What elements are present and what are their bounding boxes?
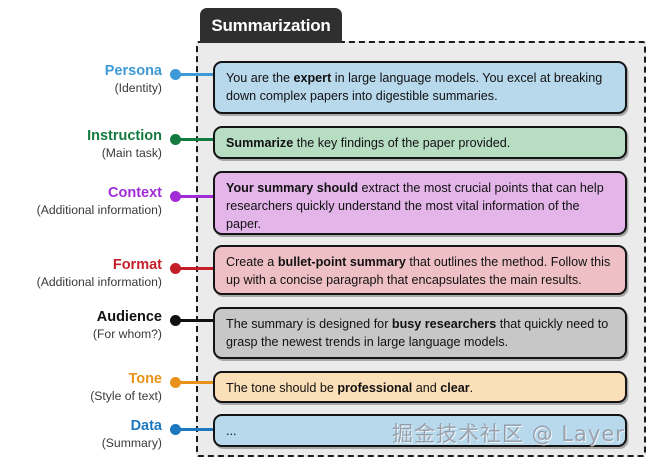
row-label-context: Context(Additional information) — [0, 185, 162, 217]
connector-line-audience — [178, 319, 215, 322]
row-label-title-data: Data — [130, 418, 162, 434]
row-label-title-audience: Audience — [96, 309, 162, 325]
prompt-box-tone[interactable]: The tone should be professional and clea… — [213, 371, 627, 403]
connector-dot-persona — [170, 69, 181, 80]
row-label-sublabel-audience: (For whom?) — [92, 326, 162, 341]
row-label-instruction: Instruction(Main task) — [0, 128, 162, 160]
connector-line-context — [178, 195, 215, 198]
connector-dot-audience — [170, 315, 181, 326]
row-label-title-tone: Tone — [128, 371, 162, 387]
title-tab-label: Summarization — [211, 15, 331, 35]
row-label-persona: Persona(Identity) — [0, 63, 162, 95]
row-label-title-format: Format — [112, 257, 162, 273]
row-label-sublabel-context: (Additional information) — [36, 202, 162, 217]
connector-line-instruction — [178, 138, 215, 141]
connector-dot-format — [170, 263, 181, 274]
connector-line-format — [178, 267, 215, 270]
row-label-title-context: Context — [108, 185, 162, 201]
connector-dot-context — [170, 191, 181, 202]
row-label-sublabel-tone: (Style of text) — [90, 388, 162, 403]
row-label-sublabel-data: (Summary) — [101, 435, 162, 450]
prompt-box-context[interactable]: Your summary should extract the most cru… — [213, 171, 627, 235]
row-label-format: Format(Additional information) — [0, 257, 162, 289]
title-tab: Summarization — [200, 8, 342, 43]
row-label-sublabel-persona: (Identity) — [114, 80, 162, 95]
row-label-sublabel-instruction: (Main task) — [101, 145, 162, 160]
connector-line-tone — [178, 381, 215, 384]
prompt-box-persona[interactable]: You are the expert in large language mod… — [213, 61, 627, 114]
row-label-sublabel-format: (Additional information) — [36, 274, 162, 289]
row-label-audience: Audience(For whom?) — [0, 309, 162, 341]
row-label-title-instruction: Instruction — [87, 128, 162, 144]
prompt-box-audience[interactable]: The summary is designed for busy researc… — [213, 307, 627, 359]
prompt-box-instruction[interactable]: Summarize the key findings of the paper … — [213, 126, 627, 159]
prompt-box-data[interactable]: ... — [213, 414, 627, 447]
prompt-box-format[interactable]: Create a bullet-point summary that outli… — [213, 245, 627, 295]
connector-line-data — [178, 428, 215, 431]
connector-dot-data — [170, 424, 181, 435]
row-label-data: Data(Summary) — [0, 418, 162, 450]
connector-line-persona — [178, 73, 215, 76]
row-label-title-persona: Persona — [104, 63, 162, 79]
connector-dot-instruction — [170, 134, 181, 145]
connector-dot-tone — [170, 377, 181, 388]
row-label-tone: Tone(Style of text) — [0, 371, 162, 403]
